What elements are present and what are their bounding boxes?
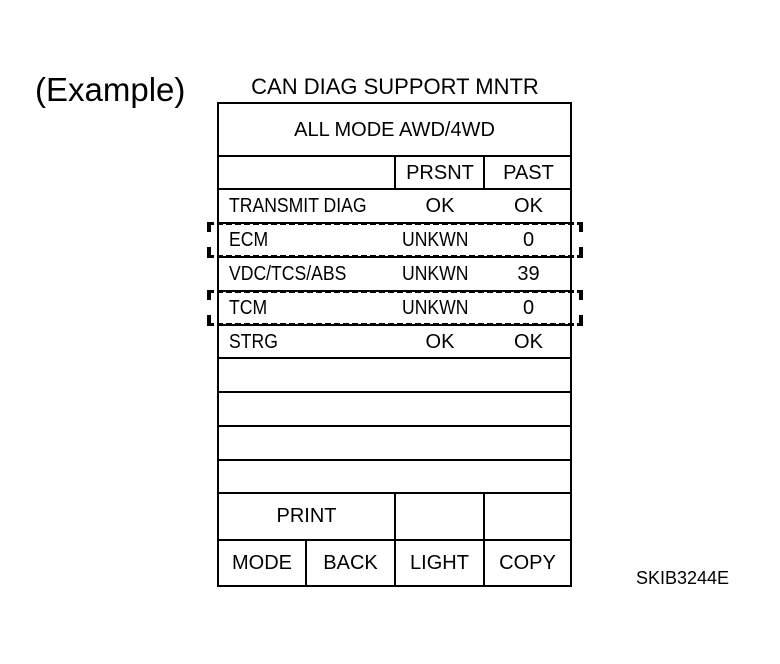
column-header-label: PRSNT <box>406 161 474 184</box>
copy-button[interactable]: COPY <box>485 541 570 585</box>
table-row-present: UNKWN <box>396 224 484 257</box>
column-header-past: PAST <box>485 157 572 189</box>
column-header-label: PAST <box>503 161 554 184</box>
screen-title: CAN DIAG SUPPORT MNTR <box>251 74 539 99</box>
table-row-name: ECM <box>217 224 395 257</box>
highlight-bracket <box>207 222 211 232</box>
table-row-present: OK <box>396 190 484 223</box>
highlight-bracket <box>579 290 583 300</box>
table-row-past: OK <box>485 326 572 358</box>
system-name: VDC/TCS/ABS <box>229 263 347 285</box>
mode-label: MODE <box>232 551 292 574</box>
table-row-past: 0 <box>485 292 572 325</box>
table-row-present: UNKWN <box>396 258 484 291</box>
divider <box>217 391 572 393</box>
print-button[interactable]: PRINT <box>219 494 394 539</box>
past-status: OK <box>514 195 543 217</box>
mode-button[interactable]: MODE <box>219 541 305 585</box>
divider <box>217 425 572 427</box>
table-row-name: STRG <box>217 326 395 358</box>
table-row-present: UNKWN <box>396 292 484 325</box>
system-name: STRG <box>229 330 278 353</box>
copy-label: COPY <box>499 551 556 574</box>
present-status: UNKWN <box>402 229 469 251</box>
past-status: 0 <box>522 297 535 319</box>
button-divider <box>483 493 485 587</box>
present-status: OK <box>425 330 455 353</box>
table-row-name: TCM <box>217 292 395 325</box>
light-label: LIGHT <box>410 551 469 574</box>
mode-header: ALL MODE AWD/4WD <box>217 104 572 156</box>
past-status: OK <box>514 330 543 353</box>
figure-code: SKIB3244E <box>636 568 730 588</box>
button-divider <box>305 540 307 587</box>
table-row-name: TRANSMIT DIAG <box>217 190 395 223</box>
highlight-dash-bottom-ecm <box>208 255 583 258</box>
present-status: UNKWN <box>402 297 469 319</box>
highlight-bracket <box>579 247 583 258</box>
table-row-name: VDC/TCS/ABS <box>217 258 395 291</box>
highlight-dash-bottom-tcm <box>208 323 583 326</box>
button-divider <box>394 493 396 587</box>
print-label: PRINT <box>276 505 337 527</box>
light-button[interactable]: LIGHT <box>396 541 483 585</box>
past-status: 0 <box>522 229 535 251</box>
table-row-past: 39 <box>485 258 572 291</box>
highlight-bracket <box>207 315 211 326</box>
highlight-bracket <box>579 222 583 232</box>
table-row-past: OK <box>485 190 572 223</box>
present-status: OK <box>425 195 455 217</box>
mode-header-label: ALL MODE AWD/4WD <box>294 118 495 141</box>
column-divider <box>394 156 396 189</box>
highlight-bracket <box>579 315 583 326</box>
present-status: UNKWN <box>402 263 469 285</box>
divider <box>217 357 572 359</box>
divider <box>217 459 572 461</box>
highlight-dash-top-ecm <box>208 222 583 225</box>
table-row-past: 0 <box>485 224 572 257</box>
system-name: TCM <box>229 297 268 319</box>
highlight-dash-top-tcm <box>208 290 583 293</box>
system-name: TRANSMIT DIAG <box>229 195 367 217</box>
blank-button-2[interactable] <box>485 494 570 539</box>
example-caption: (Example) <box>35 71 186 108</box>
table-row-present: OK <box>396 326 484 358</box>
column-divider <box>483 156 485 189</box>
highlight-bracket <box>207 290 211 300</box>
system-name: ECM <box>229 229 269 251</box>
blank-button-1[interactable] <box>396 494 483 539</box>
back-button[interactable]: BACK <box>307 541 394 585</box>
highlight-bracket <box>207 247 211 258</box>
divider <box>217 188 572 190</box>
back-label: BACK <box>323 551 378 574</box>
column-header-present: PRSNT <box>396 157 484 189</box>
past-status: 39 <box>517 263 540 285</box>
